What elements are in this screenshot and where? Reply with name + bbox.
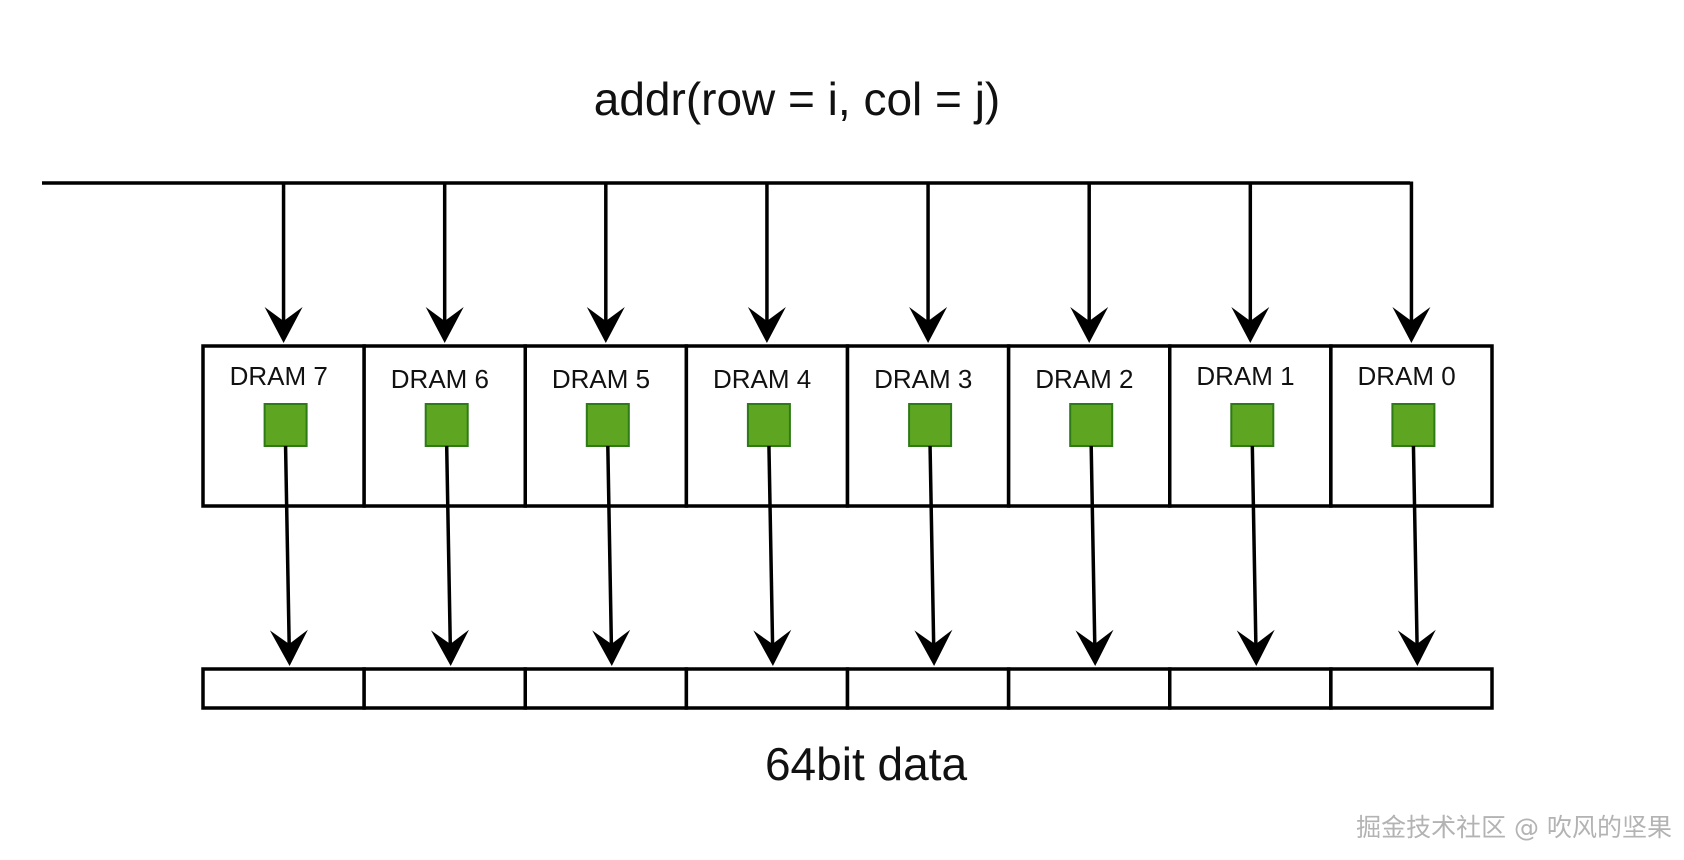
dram-data-pin [746,403,791,447]
data-bit-slot [1006,667,1172,710]
data-arrow-line [444,445,453,647]
data-arrow-head [269,629,308,666]
watermark: 掘金技术社区 @ 吹风的坚果 [1356,813,1672,842]
dram-data-pin [585,403,630,447]
data-arrow-head [431,629,469,666]
data-bit-slot [845,667,1011,710]
dram-data-pin [908,403,953,447]
address-arrows [264,181,1431,343]
data-bit-slot [1329,667,1494,710]
dram-chip-label: DRAM 0 [1357,361,1455,391]
data-bus-row [201,667,1494,710]
data-bit-slot [201,667,366,710]
data-arrow-head [1236,629,1275,666]
data-bit-slot [1168,667,1333,710]
data-arrow-head [1075,629,1114,666]
dram-chip-label: DRAM 3 [874,364,972,394]
address-arrow-head [1231,307,1270,343]
address-arrow-head [425,307,464,343]
address-arrow-head [264,307,303,343]
address-arrow-head [586,307,625,343]
dram-chip-label: DRAM 2 [1035,364,1133,394]
address-arrow-head [1070,307,1109,343]
data-arrow-line [767,445,775,647]
dram-chip-label: DRAM 4 [713,364,811,394]
dram-chip-label: DRAM 5 [552,364,650,394]
data-arrow-line [283,445,291,647]
data-arrow-line [606,445,614,647]
data-arrow-head [1397,629,1436,666]
data-bit-slot [684,667,850,710]
dram-chip-label: DRAM 7 [230,361,328,391]
data-arrow-line [1089,445,1097,647]
data-bit-slot [362,667,527,710]
data-arrow-head [592,629,631,666]
data-width-caption: 64bit data [765,738,967,790]
dram-chip-box [1329,344,1494,508]
dram-data-pin [1391,403,1436,447]
data-arrow-line [1250,445,1258,647]
data-arrow-head [753,629,792,666]
data-arrow-line [928,445,936,647]
dram-data-pin [263,403,308,447]
data-arrow-line [1411,445,1419,647]
dram-chip-label: DRAM 1 [1196,361,1294,391]
data-arrow-head [914,629,953,666]
dram-data-pin [1230,403,1275,447]
data-bit-slot [523,667,689,710]
data-arrows [269,445,1436,666]
address-arrow-head [747,307,786,343]
dram-chip-row: DRAM 7 DRAM 6 DRAM 5 DRAM 4 DRAM 3 DRAM 2 DRAM… [201,344,1494,508]
dram-chip-label: DRAM 6 [391,364,489,394]
dram-data-pin [424,403,469,447]
address-arrow-head [1392,307,1431,343]
address-title: addr(row = i, col = j) [594,73,1000,125]
address-arrow-head [909,307,948,343]
dram-data-pin [1069,403,1114,447]
